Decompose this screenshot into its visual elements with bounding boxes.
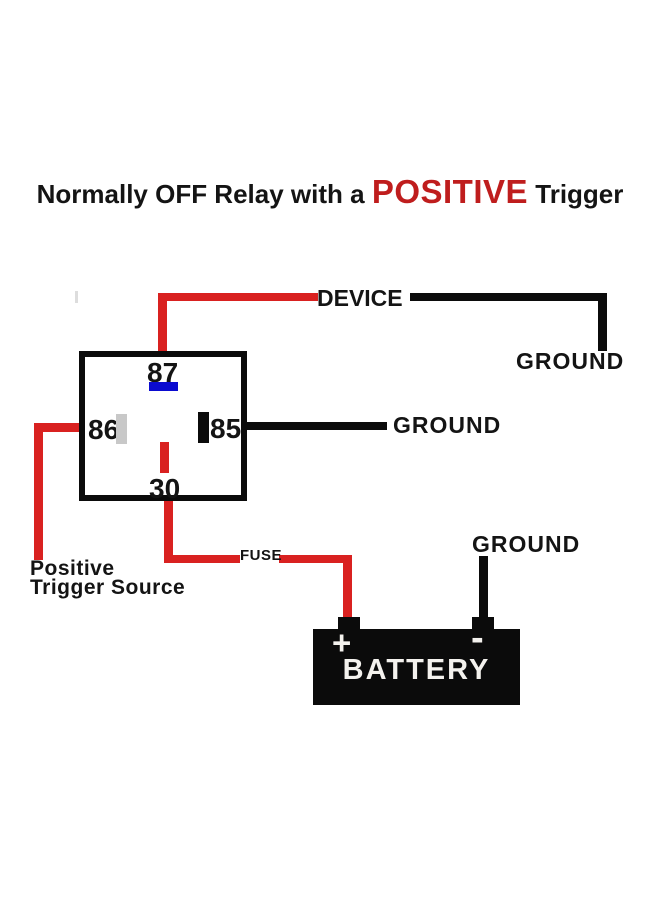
relay-pin-30-label: 30 <box>149 473 181 504</box>
trigger-source-line1: Positive <box>30 557 115 580</box>
battery-negative-terminal <box>472 617 494 631</box>
relay-pin-85-contact-mark <box>198 412 209 443</box>
relay-pin-85-label: 85 <box>210 413 242 444</box>
wire-86-to-trigger-vertical <box>34 423 43 560</box>
device-label: DEVICE <box>317 285 403 311</box>
relay-pin-87-label: 87 <box>147 357 179 388</box>
relay-pin-86-label: 86 <box>88 414 120 445</box>
title-highlight: POSITIVE <box>371 173 529 210</box>
wire-30-to-fuse-horizontal <box>164 555 240 563</box>
wire-85-to-ground <box>243 422 387 430</box>
diagram-title: Normally OFF Relay with a POSITIVE Trigg… <box>0 172 660 219</box>
battery-plus-sign: + <box>332 624 352 661</box>
wire-device-to-ground-horizontal <box>410 293 607 301</box>
wire-battery-to-ground <box>479 556 488 621</box>
trigger-source-label: Positive Trigger Source <box>30 557 186 599</box>
wire-86-to-trigger-horizontal <box>34 423 83 432</box>
trigger-source-line2: Trigger Source <box>30 576 186 599</box>
battery-body: + - BATTERY <box>313 619 520 705</box>
stray-mark <box>75 291 78 303</box>
battery-label: BATTERY <box>342 654 491 686</box>
wire-fuse-to-battery-vertical <box>343 555 352 621</box>
relay-pin-87-contact-mark <box>149 382 178 391</box>
relay-box: 87 86 85 30 <box>79 351 247 504</box>
wire-fuse-to-battery-horizontal <box>279 555 352 563</box>
fuse-label: FUSE <box>240 547 283 564</box>
battery-positive-terminal <box>338 617 360 631</box>
ground-label-battery: GROUND <box>472 531 581 557</box>
battery-minus-sign: - <box>471 617 484 659</box>
wire-87-to-device-horizontal <box>158 293 318 301</box>
wire-device-to-ground-vertical <box>598 293 607 351</box>
title-prefix: Normally OFF Relay with a <box>36 179 372 209</box>
title-suffix: Trigger <box>528 179 624 209</box>
relay-pin-30-contact-mark <box>160 442 169 473</box>
ground-label-relay: GROUND <box>393 412 502 438</box>
wire-87-to-device-vertical <box>158 293 167 355</box>
relay-pin-86-contact-mark <box>116 414 127 444</box>
ground-label-device: GROUND <box>516 348 625 374</box>
wire-30-to-fuse-vertical <box>164 497 173 563</box>
